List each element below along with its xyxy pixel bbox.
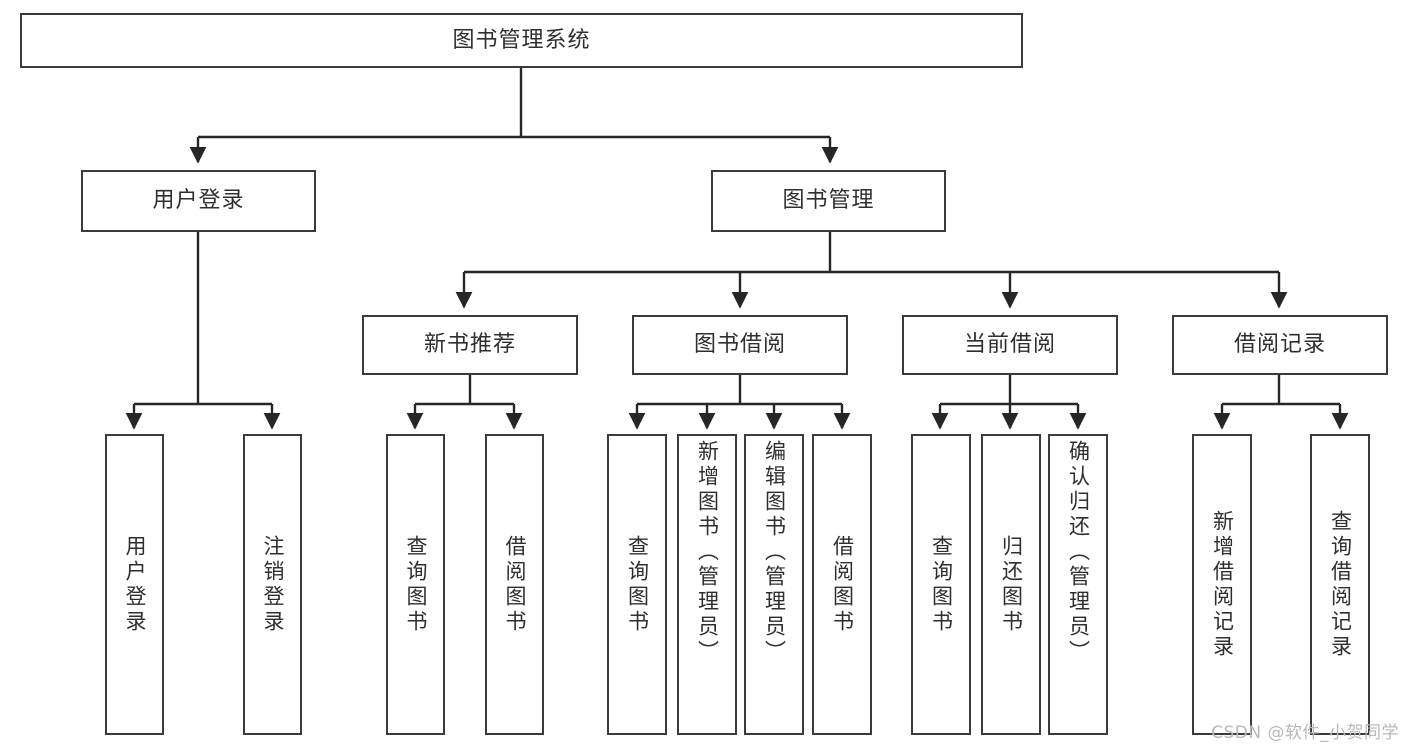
node-leaf-edit-book[interactable]: 编辑图书（管理员）: [744, 434, 804, 735]
node-label: 确认归还（管理员）: [1066, 440, 1091, 665]
node-label: 借阅图书: [503, 534, 527, 635]
node-label: 查询图书: [625, 534, 650, 635]
node-label: 用户登录: [123, 534, 147, 635]
node-leaf-query-record[interactable]: 查询借阅记录: [1310, 434, 1370, 735]
node-current-borrow[interactable]: 当前借阅: [902, 315, 1118, 375]
node-leaf-borrow-book-1[interactable]: 借阅图书: [485, 434, 544, 735]
node-borrow-record[interactable]: 借阅记录: [1172, 315, 1388, 375]
node-label: 当前借阅: [963, 332, 1056, 358]
node-label: 归还图书: [999, 534, 1024, 635]
node-label: 注销登录: [261, 534, 285, 635]
node-label: 图书管理: [782, 188, 875, 214]
node-label: 图书借阅: [693, 332, 786, 358]
node-leaf-user-login[interactable]: 用户登录: [105, 434, 164, 735]
node-leaf-confirm-return[interactable]: 确认归还（管理员）: [1048, 434, 1108, 735]
node-book-management[interactable]: 图书管理: [711, 170, 946, 232]
watermark-text: CSDN @软件_小贺同学: [1211, 723, 1399, 743]
node-root-system[interactable]: 图书管理系统: [20, 13, 1023, 68]
node-leaf-borrow-book-2[interactable]: 借阅图书: [812, 434, 872, 735]
node-label: 查询借阅记录: [1328, 509, 1353, 660]
node-leaf-add-book[interactable]: 新增图书（管理员）: [677, 434, 737, 735]
node-label: 编辑图书（管理员）: [762, 440, 787, 665]
node-leaf-return-book[interactable]: 归还图书: [981, 434, 1041, 735]
node-user-login[interactable]: 用户登录: [81, 170, 316, 232]
node-leaf-add-record[interactable]: 新增借阅记录: [1192, 434, 1252, 735]
node-leaf-query-book-2[interactable]: 查询图书: [607, 434, 667, 735]
node-label: 用户登录: [152, 188, 245, 214]
node-leaf-query-book-1[interactable]: 查询图书: [386, 434, 445, 735]
node-label: 借阅图书: [830, 534, 855, 635]
node-leaf-query-book-3[interactable]: 查询图书: [911, 434, 971, 735]
node-book-borrow[interactable]: 图书借阅: [632, 315, 848, 375]
node-label: 查询图书: [404, 534, 428, 635]
node-label: 新增图书（管理员）: [695, 440, 720, 665]
node-label: 借阅记录: [1233, 332, 1326, 358]
node-label: 新书推荐: [423, 332, 516, 358]
node-label: 查询图书: [929, 534, 954, 635]
node-label: 新增借阅记录: [1210, 509, 1235, 660]
node-new-book-recommend[interactable]: 新书推荐: [362, 315, 578, 375]
node-leaf-user-logout[interactable]: 注销登录: [243, 434, 302, 735]
node-label: 图书管理系统: [452, 27, 591, 53]
